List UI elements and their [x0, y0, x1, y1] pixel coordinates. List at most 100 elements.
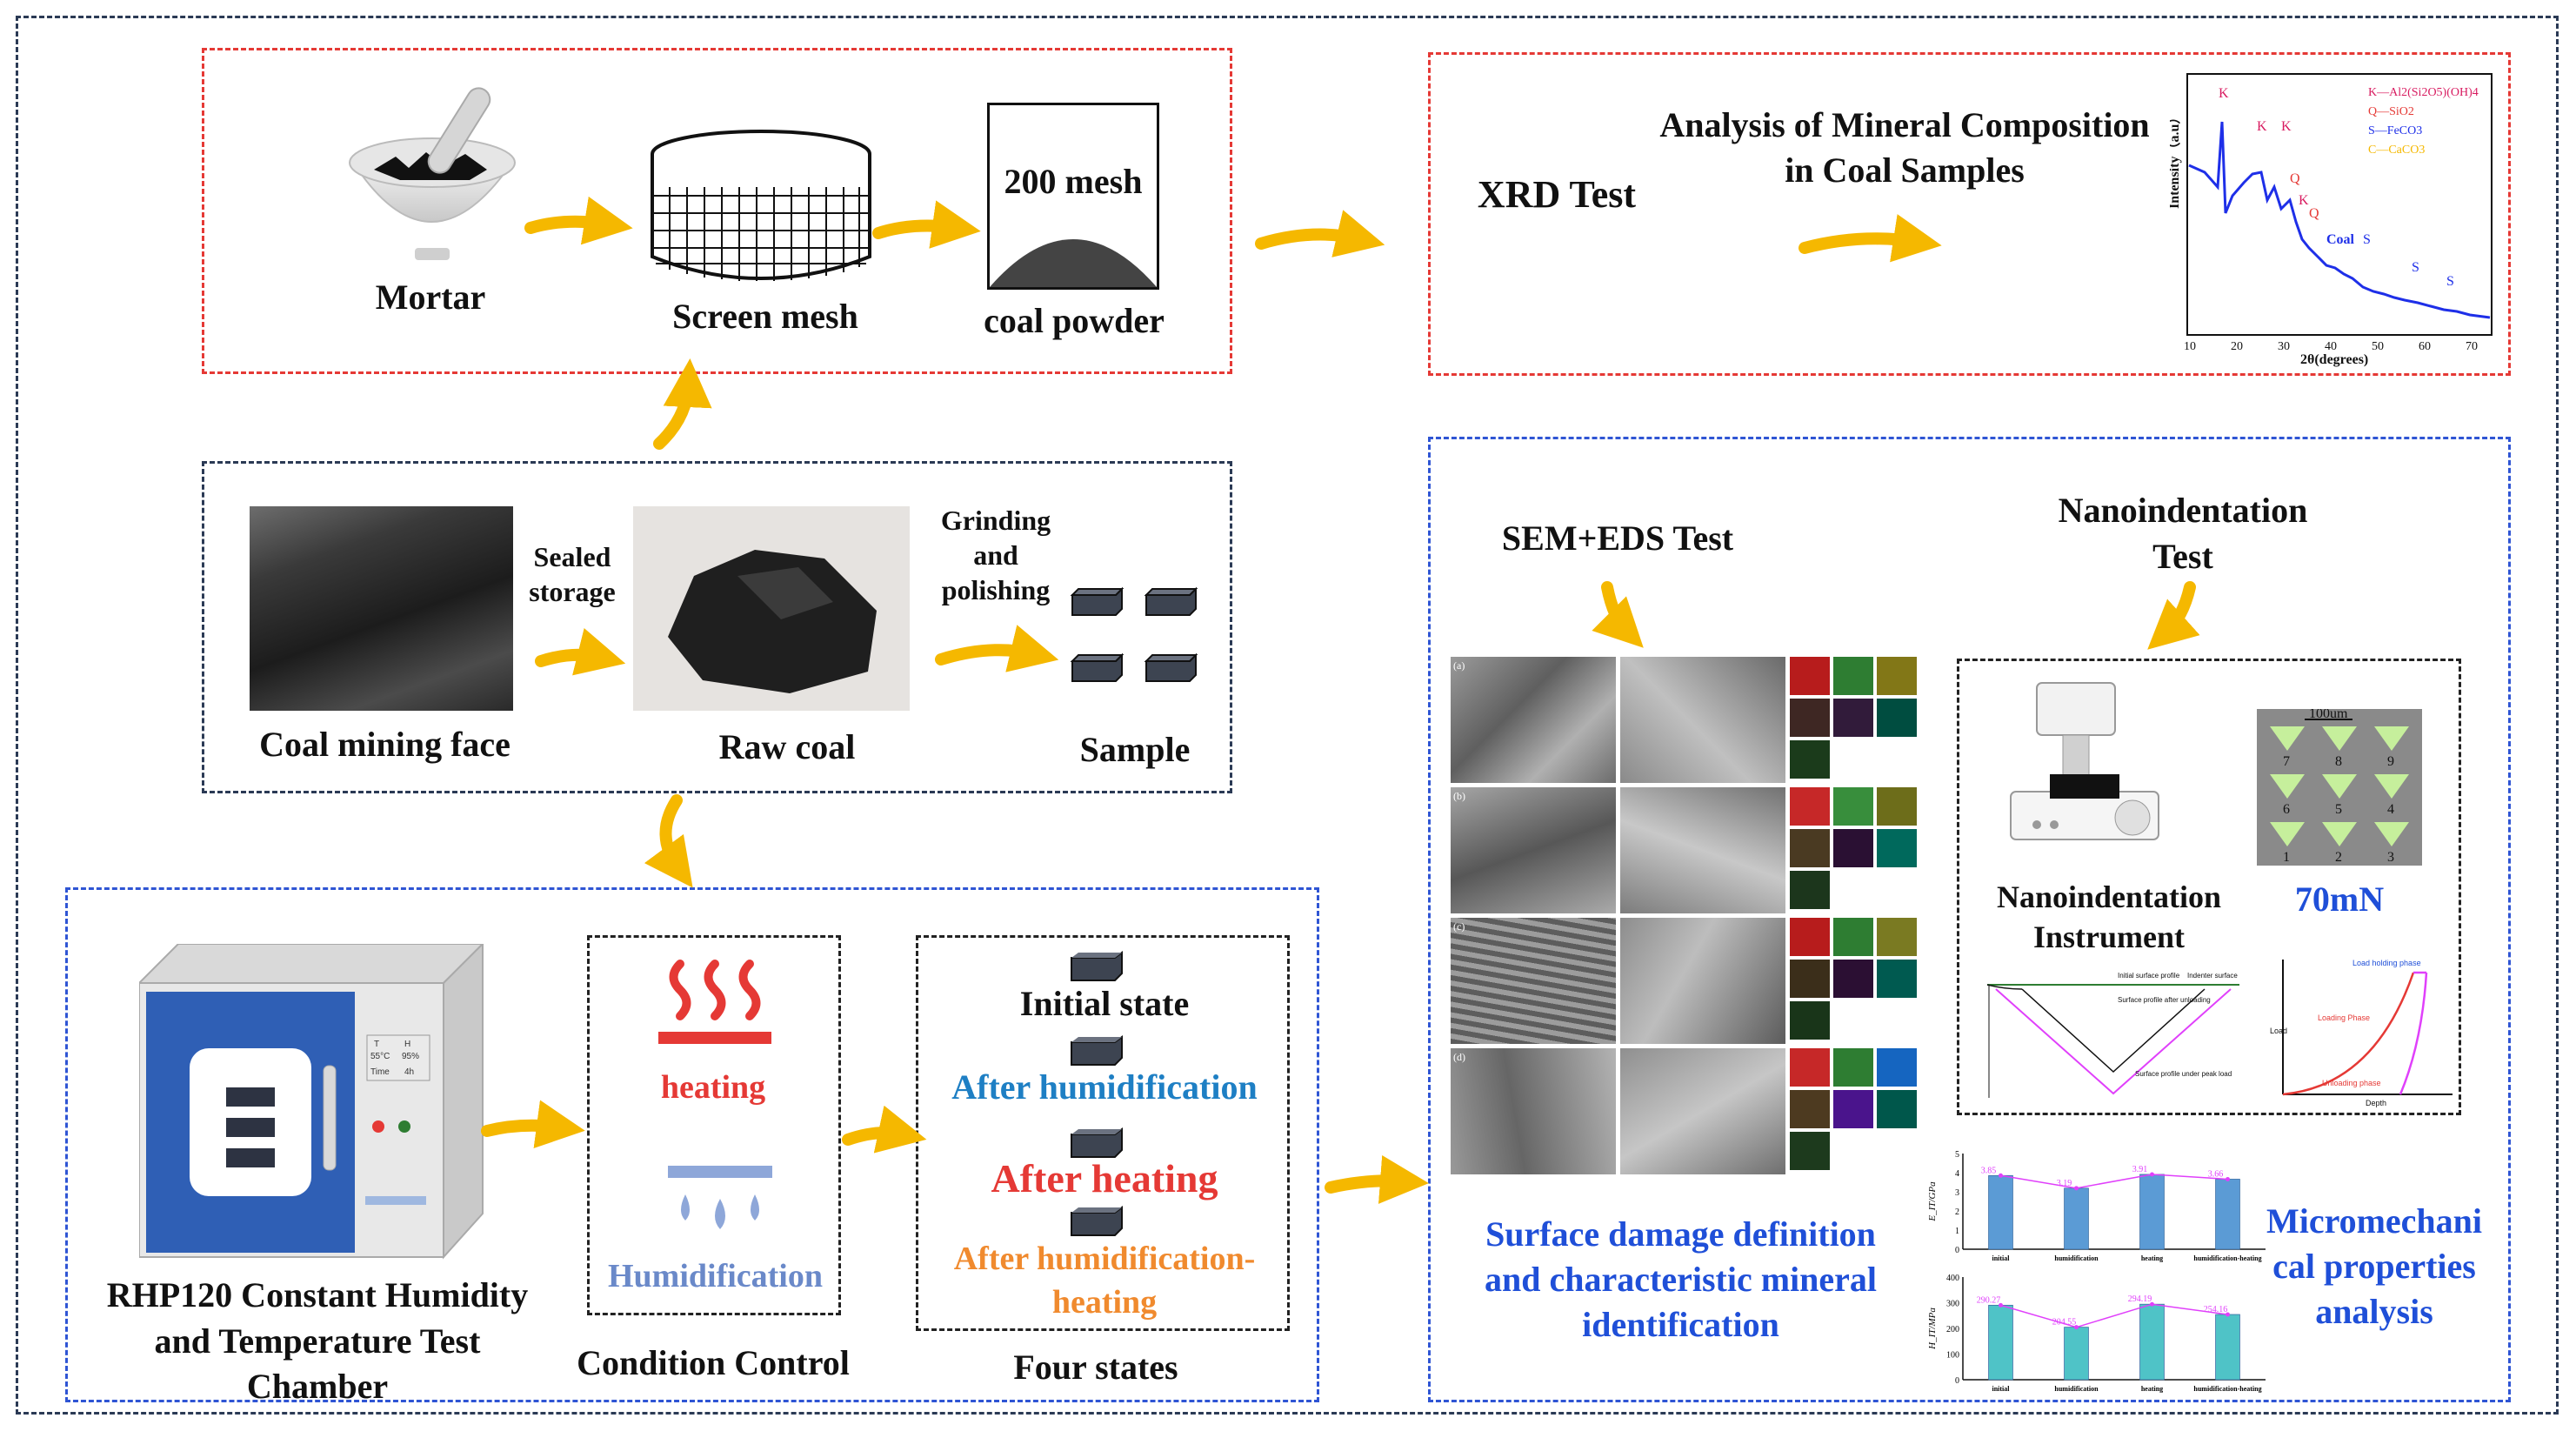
bar — [2064, 1327, 2089, 1381]
mortar-label: Mortar — [375, 278, 486, 317]
xrd-xtick: 70 — [2466, 340, 2478, 353]
bar-value-label: 3.85 — [1981, 1166, 1997, 1175]
trend-point — [1999, 1173, 2003, 1178]
arrow-face-to-raw — [535, 628, 626, 676]
coal-powder-pile-icon — [990, 239, 1157, 287]
sem-image — [1620, 1048, 1785, 1174]
micro-title-3: analysis — [2315, 1292, 2433, 1331]
category-label: humidification-heating — [2193, 1385, 2261, 1393]
bar — [2064, 1187, 2089, 1250]
micro-title-2: cal properties — [2272, 1247, 2476, 1286]
category-label: humidification — [2054, 1385, 2099, 1393]
sem-image — [1451, 787, 1616, 913]
xrd-xtick: 50 — [2372, 340, 2384, 353]
xrd-peak: K — [2281, 119, 2292, 134]
xrd-peak: Q — [2290, 171, 2300, 186]
xrd-legend-q: Q—SiO2 — [2368, 105, 2414, 118]
humidification-label: Humidification — [607, 1258, 824, 1294]
sem-image — [1620, 657, 1785, 783]
sem-image — [1451, 1048, 1616, 1174]
arrow-chamber-to-condition — [481, 1100, 585, 1149]
bar-value-label: 3.91 — [2132, 1165, 2148, 1174]
sealed-label-1: Sealed — [533, 541, 611, 572]
xrd-legend-k: K—Al2(Si2O5)(OH)4 — [2368, 86, 2479, 99]
curve-label: Load — [2270, 1027, 2287, 1035]
xrd-peak: Q — [2309, 206, 2319, 221]
arrow-nano-down — [2147, 581, 2200, 650]
state-cube-icon — [1071, 1206, 1123, 1236]
condition-box — [587, 935, 841, 1315]
y-tick-label: 300 — [1946, 1300, 1959, 1309]
category-label: heating — [2141, 1254, 2163, 1262]
nano-title-2: Test — [2152, 537, 2213, 576]
sem-image — [1620, 787, 1785, 913]
indent-number: 4 — [2387, 802, 2394, 817]
state-after-hh-1: After humidification- — [953, 1241, 1256, 1277]
xrd-peak: S — [2363, 232, 2371, 247]
state-initial: Initial state — [1019, 984, 1190, 1023]
humidification-icon — [668, 1166, 772, 1229]
sem-row-label: (a) — [1453, 659, 1465, 672]
xrd-peak: K — [2299, 193, 2309, 208]
analysis-box — [1428, 437, 2511, 1402]
sem-title: SEM+EDS Test — [1501, 518, 1734, 558]
curve-label: Depth — [2366, 1099, 2386, 1107]
sem-row-label: (c) — [1453, 920, 1465, 933]
xrd-peak: K — [2219, 86, 2229, 101]
indent-scale-label: 100um — [2309, 709, 2348, 721]
xrd-series-label: Coal — [2326, 232, 2355, 247]
heating-label: heating — [660, 1069, 766, 1106]
xrd-peak: S — [2446, 274, 2454, 289]
indent-triangles-icon: 100um 7 8 9 6 5 4 1 2 3 — [2270, 706, 2409, 865]
sem-image — [1620, 918, 1785, 1044]
arrow-sampling-to-prep — [653, 358, 712, 450]
state-cube-icon — [1071, 951, 1123, 981]
category-label: initial — [1992, 1254, 2010, 1262]
nano-force-label: 70mN — [2294, 880, 2385, 919]
indent-number: 2 — [2335, 850, 2342, 865]
outer-frame — [16, 16, 2559, 1415]
chamber-display-time: Time — [370, 1067, 390, 1077]
test-chamber-icon: T H 55°C 95% Time 4h — [139, 944, 484, 1260]
raw-coal-icon — [668, 550, 877, 693]
curve-label: Load holding phase — [2352, 959, 2421, 967]
arrow-sem-down — [1592, 581, 1644, 648]
trend-point — [2150, 1172, 2154, 1177]
mortar-icon — [349, 87, 516, 260]
arrow-raw-to-sample — [935, 625, 1059, 672]
xrd-xtick: 40 — [2325, 340, 2337, 353]
xrd-xtick: 10 — [2184, 340, 2196, 353]
curve-label: Unloading phase — [2322, 1079, 2381, 1087]
xrd-xlabel: 2θ(degrees) — [2300, 352, 2368, 367]
nanoindentation-instrument-icon — [2010, 682, 2159, 840]
arrow-sampling-to-treatment — [644, 794, 693, 888]
nano-title-1: Nanoindentation — [2058, 491, 2308, 530]
sem-row-label: (b) — [1453, 790, 1465, 802]
y-tick-label: 0 — [1955, 1376, 1959, 1386]
screen-mesh-label: Screen mesh — [672, 297, 858, 336]
bar — [2139, 1174, 2165, 1250]
hardness-bar-chart: 0100200300400H_IT/MPa290.27initial204.55… — [1927, 1274, 2266, 1393]
y-tick-label: 1 — [1955, 1227, 1959, 1236]
indent-number: 3 — [2387, 850, 2394, 865]
load-depth-curve: Load holding phase Loading Phase Unloadi… — [2270, 959, 2453, 1107]
xrd-legend-c: C—CaCO3 — [2368, 144, 2425, 157]
y-tick-label: 4 — [1955, 1169, 1959, 1179]
nano-instrument-label-2: Instrument — [2032, 920, 2185, 954]
treatment-box — [65, 887, 1319, 1402]
sem-desc-1: Surface damage definition — [1485, 1214, 1876, 1254]
trend-line — [2000, 1174, 2228, 1189]
state-after-hh-2: heating — [1051, 1284, 1158, 1321]
trend-point — [2074, 1325, 2079, 1330]
condition-caption: Condition Control — [577, 1343, 850, 1382]
chamber-title-1: RHP120 Constant Humidity — [106, 1275, 529, 1314]
arrow-prep-to-xrd — [1255, 210, 1385, 258]
indent-number: 7 — [2283, 754, 2290, 769]
xrd-legend-s: S—FeCO3 — [2368, 124, 2422, 137]
coal-mining-face-photo — [250, 506, 513, 711]
chamber-display-h: H — [404, 1040, 410, 1049]
raw-coal-label: Raw coal — [718, 727, 856, 766]
xrd-xtick: 30 — [2278, 340, 2290, 353]
arrow-xrd-to-chart — [1799, 214, 1942, 263]
